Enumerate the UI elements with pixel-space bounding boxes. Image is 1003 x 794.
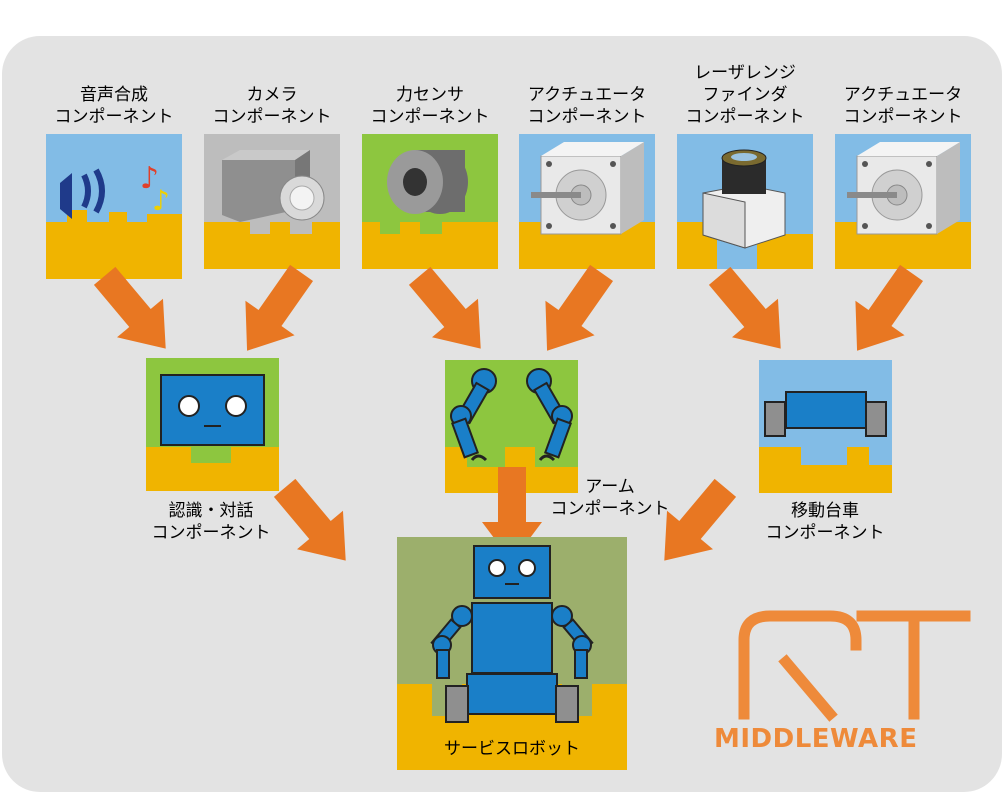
label-arm: アームコンポーネント — [550, 477, 670, 519]
component-box-camera — [204, 134, 340, 269]
label-service-robot: サービスロボット — [444, 739, 580, 759]
arrow-laser-to-base — [696, 256, 804, 368]
label-speech-synthesis: 音声合成コンポーネント — [54, 85, 174, 127]
label-camera: カメラコンポーネント — [212, 85, 332, 127]
service-robot-box — [397, 537, 627, 770]
arrow-actuator-to-base — [832, 255, 937, 368]
composite-box-mobile-base — [759, 360, 892, 493]
label-force-sensor: 力センサコンポーネント — [370, 85, 490, 127]
component-box-actuator-1 — [519, 134, 655, 269]
svg-text:♪: ♪ — [140, 161, 159, 196]
component-box-speech: ♪ ♪ — [46, 134, 182, 279]
component-box-laser-range-finder — [677, 134, 813, 269]
arrow-actuator-to-arm — [522, 255, 627, 368]
middleware-logo-text: MIDDLEWARE — [714, 724, 918, 754]
component-box-actuator-2 — [835, 134, 971, 269]
svg-text:♪: ♪ — [152, 184, 170, 217]
rt-logo-icon — [738, 610, 971, 722]
arrow-camera-to-recognition — [222, 255, 327, 368]
label-recognition-dialogue: 認識・対話コンポーネント — [151, 501, 271, 543]
label-actuator-1: アクチュエータコンポーネント — [527, 85, 647, 127]
label-laser-range-finder: レーザレンジファインダコンポーネント — [685, 63, 805, 127]
arrow-force-to-arm — [396, 256, 504, 368]
component-box-force-sensor — [362, 134, 498, 269]
composite-box-recognition — [146, 358, 279, 491]
label-mobile-base: 移動台車コンポーネント — [765, 501, 885, 543]
label-actuator-2: アクチュエータコンポーネント — [843, 85, 963, 127]
